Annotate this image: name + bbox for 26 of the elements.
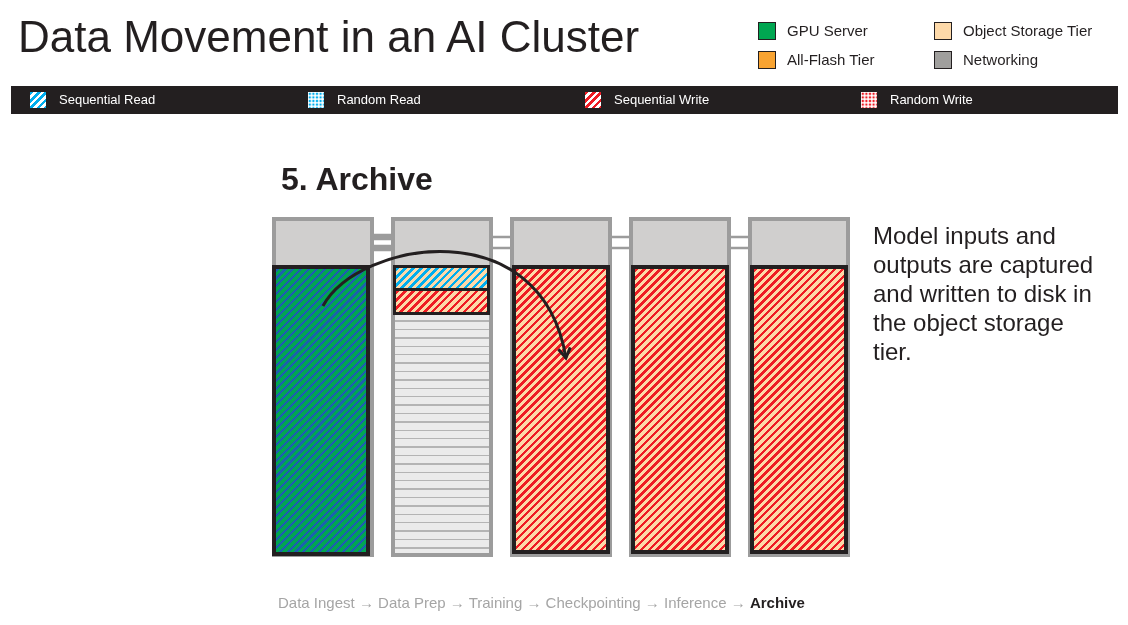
- storage-block: [750, 265, 848, 554]
- server-rack: [748, 217, 850, 557]
- legend-label: GPU Server: [787, 22, 868, 40]
- page-title: Data Movement in an AI Cluster: [18, 15, 640, 59]
- server-rack: [629, 217, 731, 557]
- network-link: [610, 235, 631, 250]
- legend-label: Networking: [963, 51, 1039, 69]
- legend-label: All-Flash Tier: [787, 51, 875, 69]
- description-text: Model inputs and outputs are captured and written to disk in the object storage tier.: [873, 221, 1095, 366]
- section-heading: 5. Archive: [281, 160, 433, 199]
- legend-label: Random Write: [890, 92, 973, 108]
- legend-label: Object Storage Tier: [963, 22, 1093, 40]
- storage-block: [512, 265, 610, 554]
- network-link: [729, 235, 750, 250]
- storage-block: [393, 288, 490, 315]
- breadcrumb-text: Data Ingest → Data Prep → Training → Checkpointing → Inference → Archive: [278, 594, 805, 612]
- gpu-server-block: [272, 265, 370, 556]
- storage-block: [631, 265, 729, 554]
- legend-label: Sequential Read: [59, 92, 156, 108]
- server-rack: [510, 217, 612, 557]
- network-link: [491, 235, 512, 250]
- legend-label: Sequential Write: [614, 92, 710, 108]
- storage-block: [393, 265, 490, 291]
- server-rack: [272, 217, 374, 557]
- server-rack: [391, 217, 493, 557]
- legend-label: Random Read: [337, 92, 421, 108]
